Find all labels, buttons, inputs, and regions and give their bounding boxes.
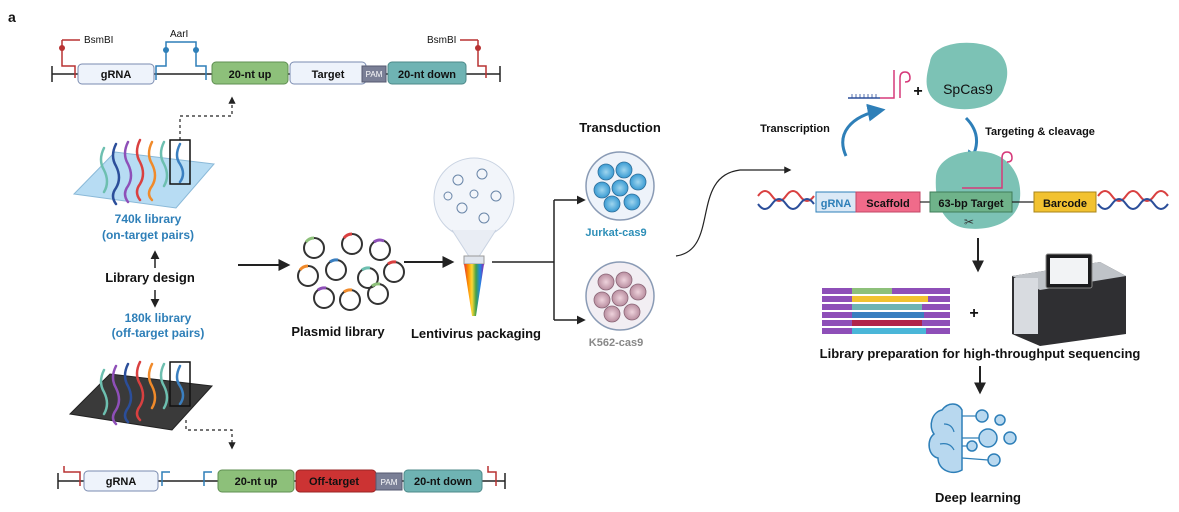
sequencer-icon — [1012, 253, 1126, 346]
panel-label: a — [8, 9, 16, 25]
construct-grna-label: gRNA — [821, 198, 852, 210]
bottom-dashed-connector — [185, 420, 236, 450]
top-dashed-connector — [179, 96, 236, 140]
top-down-block — [387, 61, 467, 85]
bsmbi-right-label: BsmBI — [427, 35, 456, 46]
construct-barcode-label: Barcode — [1043, 198, 1087, 210]
top-grna-label: gRNA — [101, 69, 132, 81]
plus-sign-1: + — [913, 83, 922, 100]
top-pam-label: PAM — [366, 70, 383, 79]
bsmbi-left-label: BsmBI — [84, 35, 113, 46]
targeting-label: Targeting & cleavage — [985, 126, 1095, 138]
library-design-label: Library design — [105, 270, 195, 285]
on-target-slide — [72, 138, 215, 209]
bottom-target-label: Off-target — [309, 476, 359, 488]
on-target-library-line1: 740k library — [115, 212, 182, 226]
bottom-down-label: 20-nt down — [414, 476, 472, 488]
construct-scaffold-label: Scaffold — [866, 198, 909, 210]
bottom-pam-block — [375, 472, 403, 491]
dna-helix-right — [1097, 190, 1169, 210]
library-prep-label: Library preparation for high-throughput … — [820, 346, 1141, 361]
cells-to-construct-curve — [675, 166, 792, 257]
on-target-library-line2: (on-target pairs) — [102, 228, 194, 242]
jurkat-label: Jurkat-cas9 — [585, 227, 646, 239]
scissors-icon: ✂ — [964, 215, 974, 229]
cas9-bound-shape — [935, 151, 1021, 229]
aari-label: AarI — [170, 29, 188, 40]
transcription-arrow — [841, 103, 886, 157]
bottom-down-block — [403, 469, 483, 493]
off-target-library-line1: 180k library — [125, 311, 192, 325]
top-up-label: 20-nt up — [229, 69, 272, 81]
spcas9-label: SpCas9 — [943, 81, 993, 97]
spcas9-shape — [926, 42, 1008, 110]
bottom-pam-label: PAM — [381, 478, 398, 487]
grna-transcript-icon — [848, 70, 911, 99]
construct-target-label: 63-bp Target — [938, 198, 1004, 210]
bottom-up-label: 20-nt up — [235, 476, 278, 488]
deep-learning-label: Deep learning — [935, 490, 1021, 505]
top-construct: BsmBI AarI BsmBI gRNA 20-nt up Target PA… — [51, 29, 501, 85]
bottom-grna-block — [83, 470, 159, 492]
transcription-label: Transcription — [760, 123, 830, 135]
plasmid-library-icon — [297, 232, 405, 311]
k562-label: K562-cas9 — [589, 337, 643, 349]
top-up-block — [211, 61, 289, 85]
bound-grna-icon — [962, 151, 1013, 189]
dna-helix-left — [757, 190, 815, 210]
bottom-grna-label: gRNA — [106, 476, 137, 488]
brain-gears-icon — [928, 403, 1017, 474]
off-target-slide — [68, 360, 214, 431]
plasmid-library-label: Plasmid library — [291, 324, 385, 339]
bottom-construct: gRNA 20-nt up Off-target PAM 20-nt down — [57, 466, 506, 493]
k562-cell-dish — [585, 261, 655, 331]
top-target-label: Target — [312, 69, 345, 81]
transduction-title: Transduction — [579, 120, 661, 135]
construct-barcode-block — [1033, 191, 1097, 213]
top-down-label: 20-nt down — [398, 69, 456, 81]
lentivirus-icon — [433, 157, 515, 316]
sequencing-reads-icon — [822, 288, 950, 334]
plus-sign-2: + — [969, 305, 978, 322]
off-target-library-line2: (off-target pairs) — [112, 326, 205, 340]
lentivirus-label: Lentivirus packaging — [411, 326, 541, 341]
top-grna-block — [77, 63, 155, 85]
jurkat-cell-dish — [585, 151, 655, 221]
top-pam-block — [361, 65, 387, 83]
bottom-up-block — [217, 469, 295, 493]
